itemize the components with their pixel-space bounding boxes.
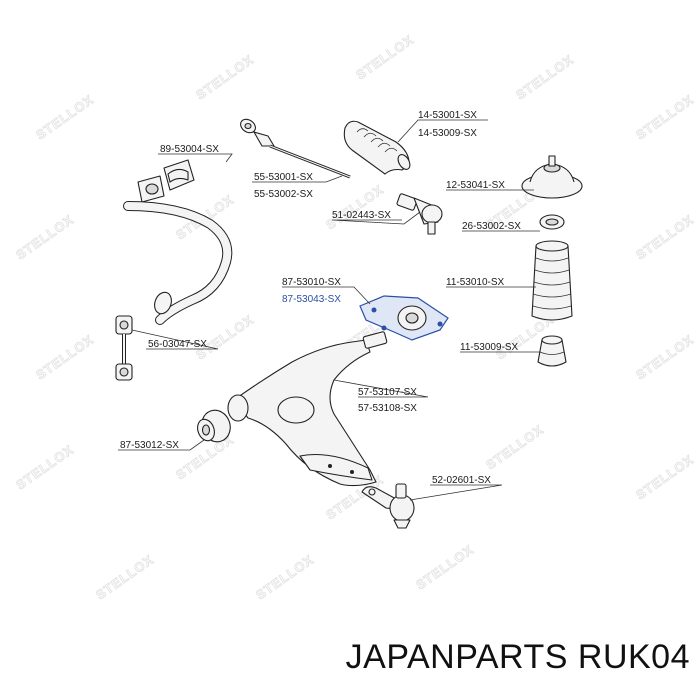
- lower-control-arm-part: [227, 331, 388, 487]
- label-87-53043: 87-53043-SX: [282, 294, 341, 305]
- watermark-text: STELLOX: [513, 52, 576, 103]
- shock-boot-part: [531, 240, 573, 321]
- label-11-53009: 11-53009-SX: [460, 342, 519, 353]
- label-26-53002: 26-53002-SX: [462, 221, 521, 232]
- label-51-02443: 51-02443-SX: [332, 210, 391, 221]
- label-11-53010: 11-53010-SX: [446, 277, 505, 288]
- watermark-text: STELLOX: [483, 422, 546, 473]
- label-12-53041: 12-53041-SX: [446, 180, 505, 191]
- bump-stop-part: [537, 335, 567, 367]
- ball-joint-part: [361, 483, 415, 529]
- watermark-text: STELLOX: [633, 212, 696, 263]
- stabilizer-link-part: [115, 315, 133, 381]
- label-14-53009: 14-53009-SX: [418, 128, 477, 139]
- watermark-text: STELLOX: [33, 332, 96, 383]
- arm-bracket-part: [359, 295, 449, 341]
- watermark-text: STELLOX: [253, 552, 316, 603]
- label-87-53012: 87-53012-SX: [120, 440, 179, 451]
- watermark-text: STELLOX: [193, 52, 256, 103]
- arm-bushing-part: [197, 409, 231, 443]
- caption-text: JAPANPARTS RUK04: [345, 638, 690, 676]
- watermark-text: STELLOX: [193, 312, 256, 363]
- label-87-53010: 87-53010-SX: [282, 277, 341, 288]
- label-89-53004: 89-53004-SX: [160, 144, 219, 155]
- label-14-53001: 14-53001-SX: [418, 110, 477, 121]
- stabilizer-bushing-part: [137, 159, 195, 203]
- watermark-text: STELLOX: [13, 442, 76, 493]
- watermark-text: STELLOX: [93, 552, 156, 603]
- part-labels: 14-53001-SX 14-53009-SX 89-53004-SX 55-5…: [120, 110, 521, 486]
- watermark-text: STELLOX: [33, 92, 96, 143]
- inner-tie-rod-part: [240, 118, 351, 179]
- leader-lines: [118, 119, 540, 501]
- watermark-text: STELLOX: [413, 542, 476, 593]
- steering-boot-part: [343, 120, 411, 175]
- watermark-text: STELLOX: [633, 332, 696, 383]
- label-56-03047: 56-03047-SX: [148, 339, 207, 350]
- stabilizer-bar-part: [123, 201, 233, 325]
- label-52-02601: 52-02601-SX: [432, 475, 491, 486]
- tie-rod-end-part: [396, 193, 443, 235]
- spring-seat-part: [539, 214, 565, 230]
- label-55-53001: 55-53001-SX: [254, 172, 313, 183]
- label-57-53107: 57-53107-SX: [358, 387, 417, 398]
- label-57-53108: 57-53108-SX: [358, 403, 417, 414]
- label-55-53002: 55-53002-SX: [254, 189, 313, 200]
- watermark-layer: STELLOX STELLOX STELLOX STELLOX STELLOX STELL…: [13, 31, 697, 603]
- watermark-text: STELLOX: [323, 182, 386, 233]
- watermark-text: STELLOX: [633, 92, 696, 143]
- watermark-text: STELLOX: [13, 212, 76, 263]
- watermark-text: STELLOX: [633, 452, 696, 503]
- strut-mount-part: [521, 155, 583, 199]
- watermark-text: STELLOX: [353, 32, 416, 83]
